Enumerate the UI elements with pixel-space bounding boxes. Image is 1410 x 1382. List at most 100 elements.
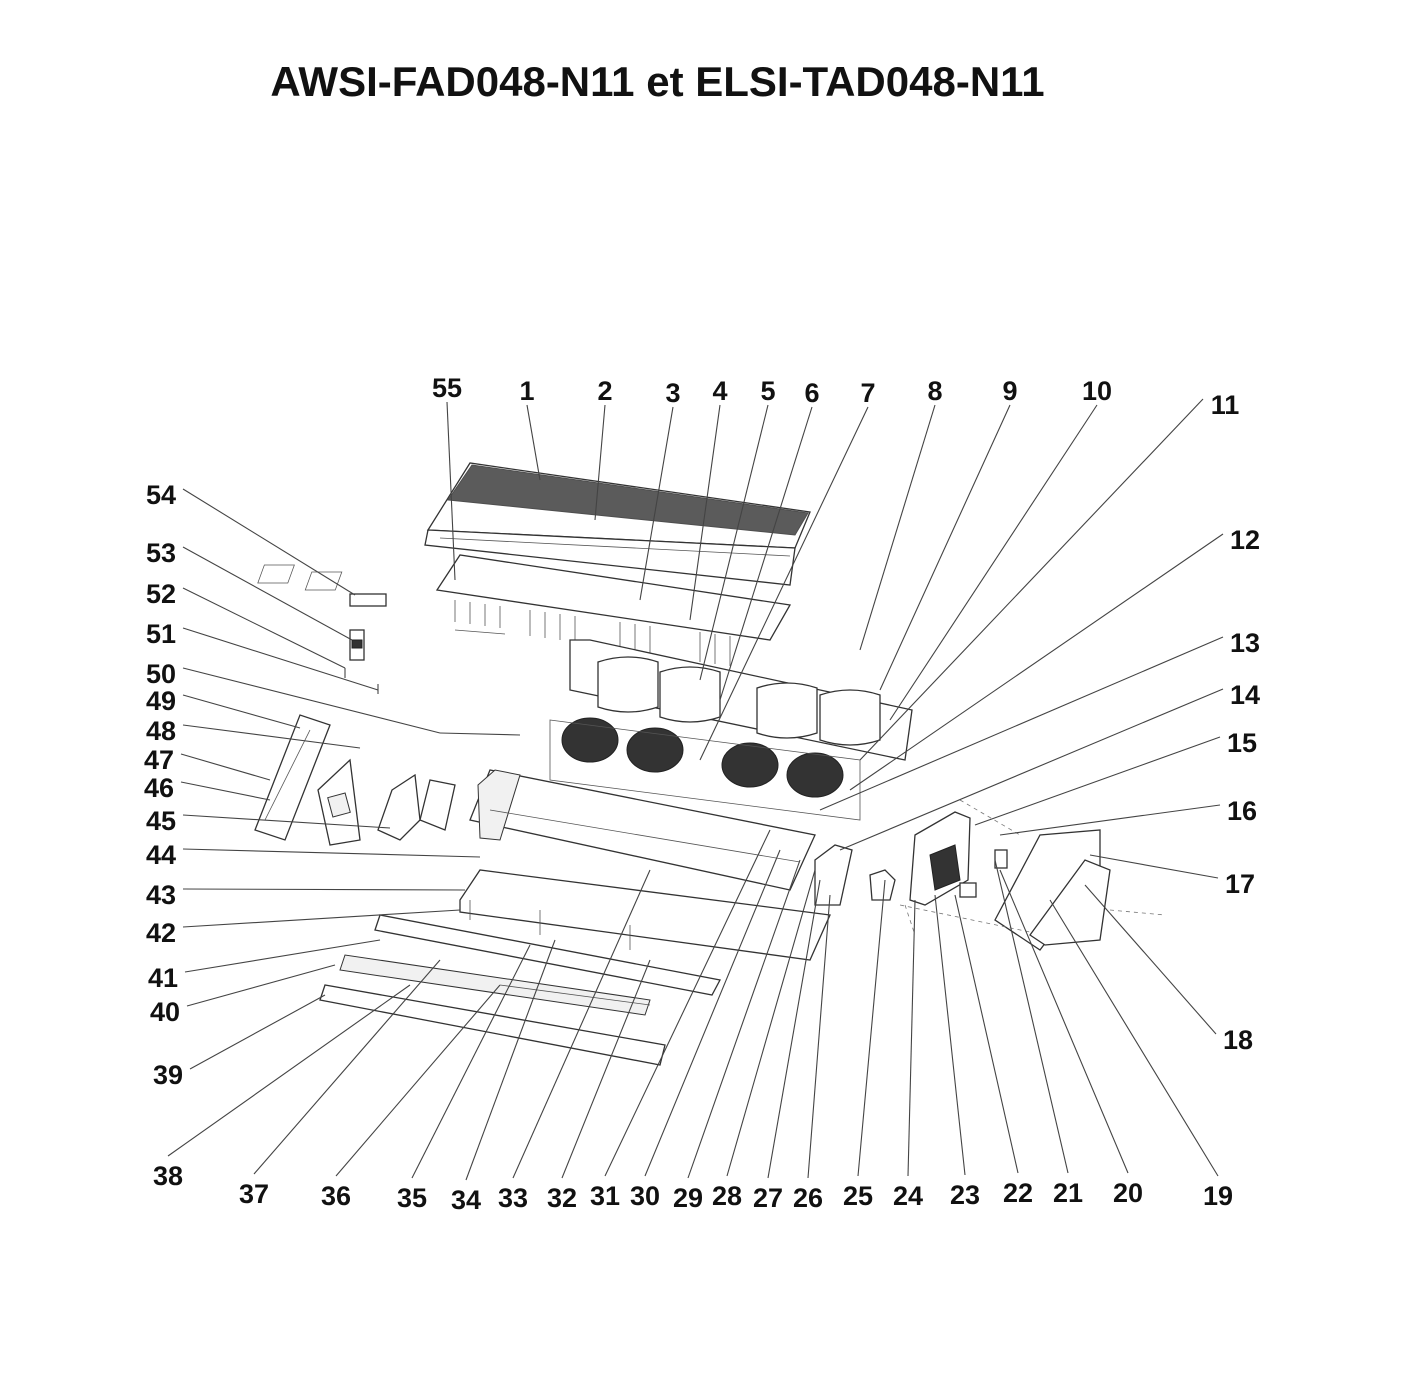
grille-mesh xyxy=(447,464,809,536)
callout-47: 47 xyxy=(144,745,174,775)
louver-blade xyxy=(339,954,651,1016)
insulation xyxy=(419,779,456,831)
callout-21: 21 xyxy=(1053,1178,1083,1208)
leader-line-14 xyxy=(839,688,1224,851)
callout-20: 20 xyxy=(1113,1178,1143,1208)
leader-line-16 xyxy=(999,804,1221,836)
leader-line-8 xyxy=(859,404,936,651)
callout-14: 14 xyxy=(1230,680,1260,710)
callout-3: 3 xyxy=(665,378,680,408)
leader-line-24 xyxy=(907,899,916,1177)
leader-line-29 xyxy=(687,859,801,1179)
leader-line-37 xyxy=(253,959,441,1175)
callout-37: 37 xyxy=(239,1179,269,1209)
callout-5: 5 xyxy=(760,376,775,406)
callout-40: 40 xyxy=(150,997,180,1027)
leader-line-22 xyxy=(954,894,1019,1174)
callout-44: 44 xyxy=(146,840,176,870)
callout-45: 45 xyxy=(146,806,176,836)
leader-line-54 xyxy=(182,488,356,596)
leader-line-6 xyxy=(719,406,813,701)
leader-line-12 xyxy=(849,533,1224,791)
louver-upper xyxy=(374,914,721,996)
right-bracket xyxy=(814,844,853,906)
leader-line-9 xyxy=(879,404,1011,691)
callout-15: 15 xyxy=(1227,728,1257,758)
leader-line-48 xyxy=(182,724,361,749)
filter-teeth xyxy=(454,600,731,666)
fan-wheels xyxy=(561,717,844,798)
callout-16: 16 xyxy=(1227,796,1257,826)
leader-line-41 xyxy=(184,939,381,973)
callout-50: 50 xyxy=(146,659,176,689)
callout-11: 11 xyxy=(1211,390,1240,420)
leader-line-51 xyxy=(182,627,379,691)
leader-line-23 xyxy=(934,894,966,1176)
callout-33: 33 xyxy=(498,1183,528,1213)
callout-19: 19 xyxy=(1203,1181,1233,1211)
leader-line-19 xyxy=(1049,899,1219,1177)
callout-9: 9 xyxy=(1002,376,1017,406)
leader-line-47 xyxy=(180,753,271,781)
pcb xyxy=(929,844,961,891)
terminal-block xyxy=(869,869,896,901)
right-panel xyxy=(1029,859,1111,946)
callout-10: 10 xyxy=(1082,376,1112,406)
callout-8: 8 xyxy=(927,376,942,406)
callout-12: 12 xyxy=(1230,525,1260,555)
front-panel xyxy=(424,529,796,586)
leader-line-43 xyxy=(182,888,466,891)
callout-55: 55 xyxy=(432,373,462,403)
callout-42: 42 xyxy=(146,918,176,948)
remote-holder xyxy=(349,593,387,607)
leader-line-31 xyxy=(604,829,771,1177)
leader-line-4 xyxy=(689,404,721,621)
leader-line-42 xyxy=(182,909,461,928)
leader-line-25 xyxy=(857,879,886,1177)
leader-line-13 xyxy=(819,636,1224,811)
callout-2: 2 xyxy=(597,376,612,406)
leader-line-10 xyxy=(889,404,1098,721)
leader-line-11 xyxy=(859,398,1204,761)
callout-52: 52 xyxy=(146,579,176,609)
callout-6: 6 xyxy=(804,378,819,408)
leader-line-38 xyxy=(167,984,411,1157)
callout-48: 48 xyxy=(146,716,176,746)
leader-line-17 xyxy=(1089,854,1219,879)
callout-38: 38 xyxy=(153,1161,183,1191)
leader-line-55 xyxy=(446,401,456,581)
callout-17: 17 xyxy=(1225,869,1255,899)
louver-clips xyxy=(469,900,631,950)
leader-line-34 xyxy=(465,939,556,1181)
callout-18: 18 xyxy=(1223,1025,1253,1055)
louver-lower xyxy=(319,984,666,1066)
leader-line-26 xyxy=(807,894,831,1179)
leader-line-50 xyxy=(182,667,441,734)
callout-32: 32 xyxy=(547,1183,577,1213)
leader-line-2 xyxy=(594,404,606,521)
callout-39: 39 xyxy=(153,1060,183,1090)
callout-24: 24 xyxy=(893,1181,923,1211)
leader-line-53 xyxy=(182,546,353,641)
leader-line-40 xyxy=(186,964,336,1007)
fan-housings xyxy=(597,656,881,746)
leader-line-20 xyxy=(999,869,1129,1174)
callout-27: 27 xyxy=(753,1183,783,1213)
callout-30: 30 xyxy=(630,1181,660,1211)
motor-cover xyxy=(377,773,421,841)
callout-46: 46 xyxy=(144,773,174,803)
callout-53: 53 xyxy=(146,538,176,568)
callout-41: 41 xyxy=(148,963,178,993)
callout-36: 36 xyxy=(321,1181,351,1211)
leader-line-52 xyxy=(182,587,346,669)
diagram-title: AWSI-FAD048-N11 et ELSI-TAD048-N11 xyxy=(270,58,1045,105)
leader-line-39 xyxy=(189,994,326,1070)
leader-line-36 xyxy=(335,984,501,1177)
leader-lines xyxy=(167,398,1224,1181)
callout-51: 51 xyxy=(146,619,176,649)
callout-43: 43 xyxy=(146,880,176,910)
callout-29: 29 xyxy=(673,1183,703,1213)
callout-22: 22 xyxy=(1003,1178,1033,1208)
leader-line-30 xyxy=(644,849,781,1177)
